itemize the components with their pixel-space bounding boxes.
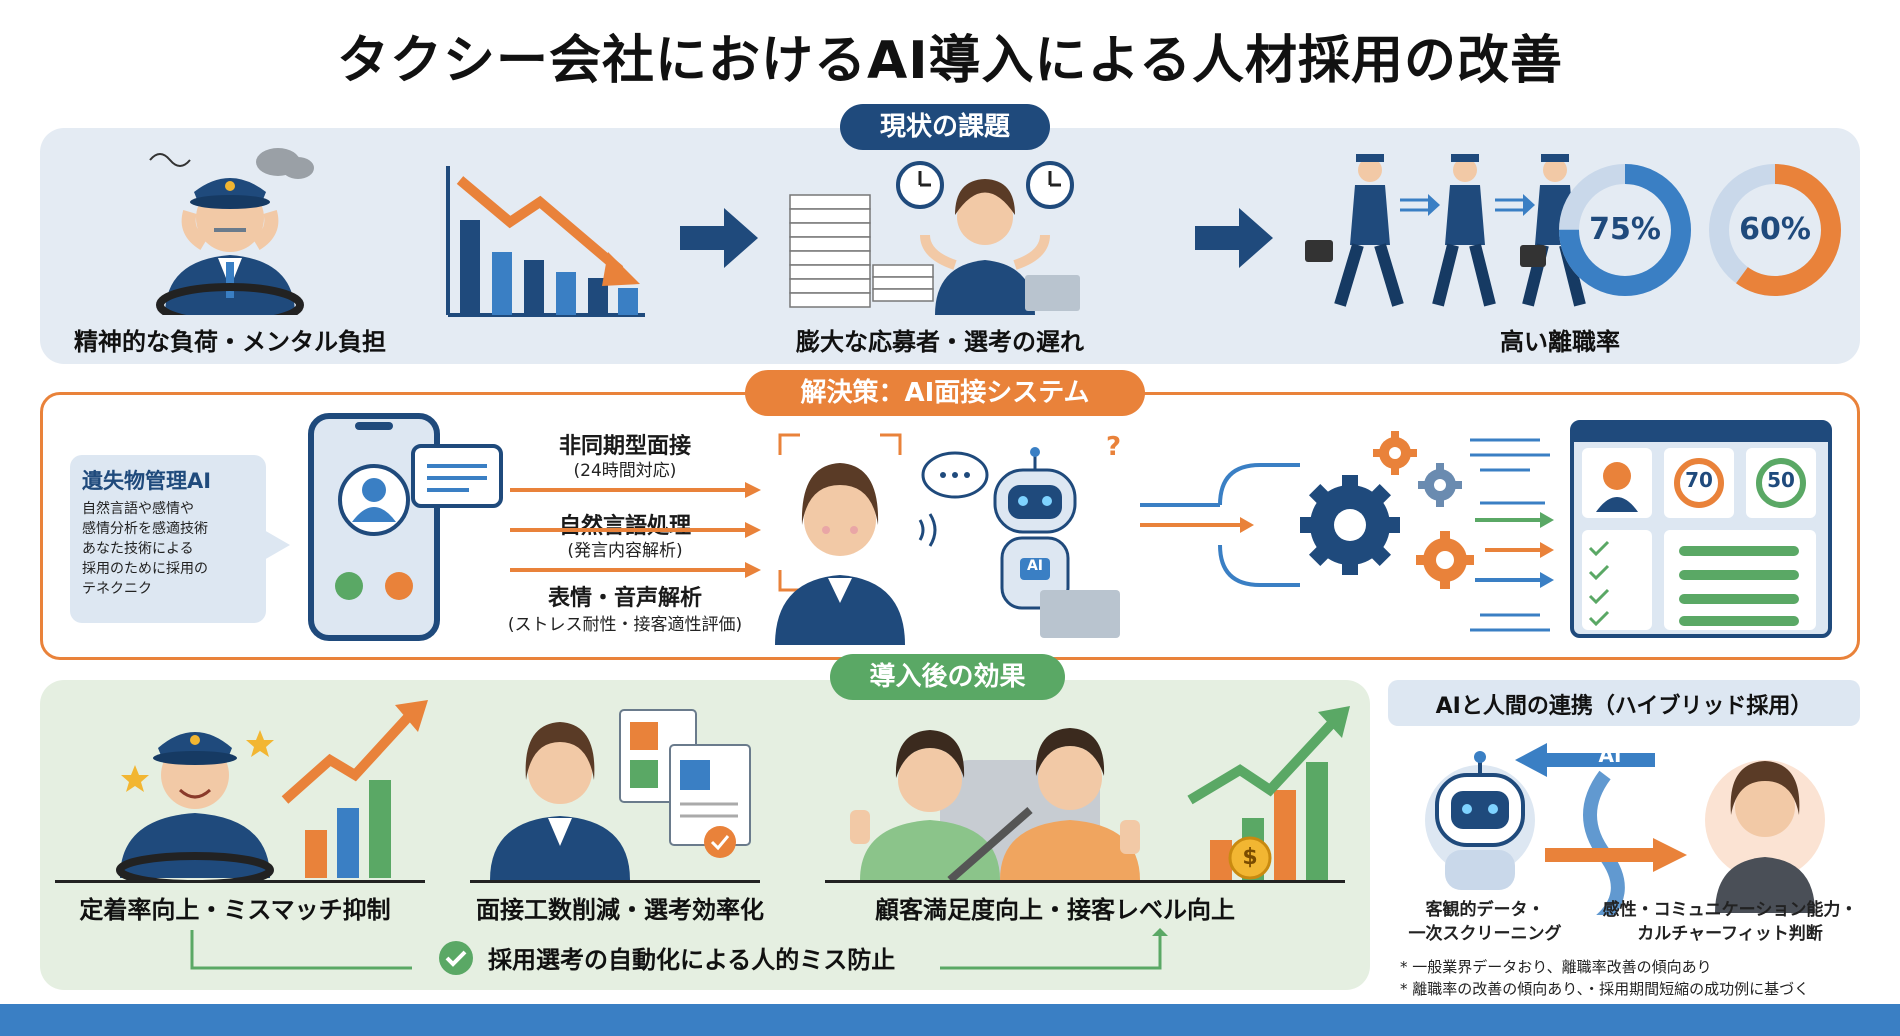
pct-75-label: 75% (1589, 212, 1661, 247)
hybrid-title: AIと人間の連携（ハイブリッド採用） (1435, 694, 1813, 719)
lost-item-ai-box: 遺失物管理AI 自然言語や感情や 感情分析を感適技術 あなた技術による 採用のた… (70, 455, 266, 623)
robot-ai-badge: AI (1026, 558, 1044, 574)
hybrid-ai-tag: AI (1598, 743, 1622, 767)
solution-label: 解決策：AI面接システム (745, 370, 1145, 416)
smartphone-interview-icon (308, 413, 503, 641)
feature-async-interview-sub: (24時間対応) (573, 461, 677, 481)
divider (825, 880, 1345, 883)
retention-caption: 定着率向上・ミスマッチ抑制 (79, 896, 391, 924)
lost-item-ai-line: 感情分析を感適技術 (82, 521, 208, 537)
satisfaction-caption: 顧客満足度向上・接客レベル向上 (875, 896, 1235, 924)
recruiter-resumes-illustration (490, 709, 751, 880)
hybrid-right-caption-2: カルチャーフィット判断 (1637, 924, 1823, 944)
feature-nlp-title: 自然言語処理 (558, 514, 691, 539)
dashboard-titlebar (1574, 424, 1828, 442)
bottom-banner-lines (190, 928, 1168, 970)
ai-human-cooperation-illustration (1425, 743, 1825, 915)
hybrid-left-caption-2: 一次スクリーニング (1408, 924, 1562, 944)
results-label: 導入後の効果 (830, 654, 1065, 700)
coin-symbol: $ (1242, 845, 1258, 870)
gauge-60-percent (1709, 164, 1841, 296)
footnote-2: * 離職率の改善の傾向あり、・採用期間短縮の成功例に基づく (1400, 980, 1810, 998)
turnover-caption: 高い離職率 (1500, 328, 1620, 356)
feature-nlp-sub: (発言内容解析) (567, 541, 683, 561)
bottom-accent-bar (0, 1004, 1900, 1036)
mental-burden-caption: 精神的な負荷・メンタル負担 (74, 328, 386, 356)
applicants-delay-caption: 膨大な応募者・選考の遅れ (796, 328, 1084, 356)
arrow-right-icon (1195, 208, 1273, 268)
pointer-triangle (264, 530, 290, 560)
dashboard-contents (1582, 448, 1816, 630)
gauge-75-percent (1559, 164, 1691, 296)
arrow-right-icon (680, 208, 758, 268)
svg-text:?: ? (1106, 432, 1121, 462)
ai-processing-gears-illustration (1140, 431, 1554, 632)
feature-expression-voice-sub: (ストレス耐性・接客適性評価) (507, 615, 743, 635)
hybrid-left-caption-1: 客観的データ・ (1425, 900, 1545, 920)
automation-banner-text: 採用選考の自動化による人的ミス防止 (488, 946, 896, 974)
hybrid-header-bg (1388, 680, 1860, 726)
feature-expression-voice-title: 表情・音声解析 (547, 586, 702, 611)
satisfied-customers-illustration (850, 706, 1350, 880)
divider (470, 880, 760, 883)
lost-item-ai-line: 自然言語や感情や (82, 501, 194, 517)
check-circle-icon (439, 941, 473, 975)
lost-item-ai-line: 採用のために採用の (82, 561, 208, 577)
score-70: 70 (1685, 468, 1713, 492)
feature-arrows (510, 482, 761, 578)
lost-item-ai-line: テネクニク (82, 581, 152, 597)
footnote-1: * 一般業界データおり、離職率改善の傾向あり (1400, 958, 1712, 976)
efficiency-caption: 面接工数削減・選考効率化 (476, 896, 764, 924)
divider (55, 880, 425, 883)
happy-driver-growth-illustration (116, 700, 428, 880)
overwhelmed-recruiter-illustration (789, 161, 1080, 315)
lost-item-ai-title: 遺失物管理AI (82, 469, 212, 493)
pct-60-label: 60% (1739, 212, 1811, 247)
current-issues-label: 現状の課題 (840, 104, 1050, 150)
declining-chart-icon (446, 166, 645, 317)
stressed-driver-illustration (149, 148, 314, 315)
leaving-drivers-illustration (1305, 154, 1586, 307)
hybrid-right-caption-1: 感性・コミュニケーション能力・ (1602, 900, 1858, 920)
lost-item-ai-line: あなた技術による (82, 541, 194, 557)
score-50: 50 (1767, 468, 1795, 492)
page-title: タクシー会社におけるAI導入による人材採用の改善 (336, 31, 1564, 91)
candidate-and-ai-robot-illustration: ? (775, 432, 1121, 645)
feature-async-interview-title: 非同期型面接 (558, 434, 691, 459)
